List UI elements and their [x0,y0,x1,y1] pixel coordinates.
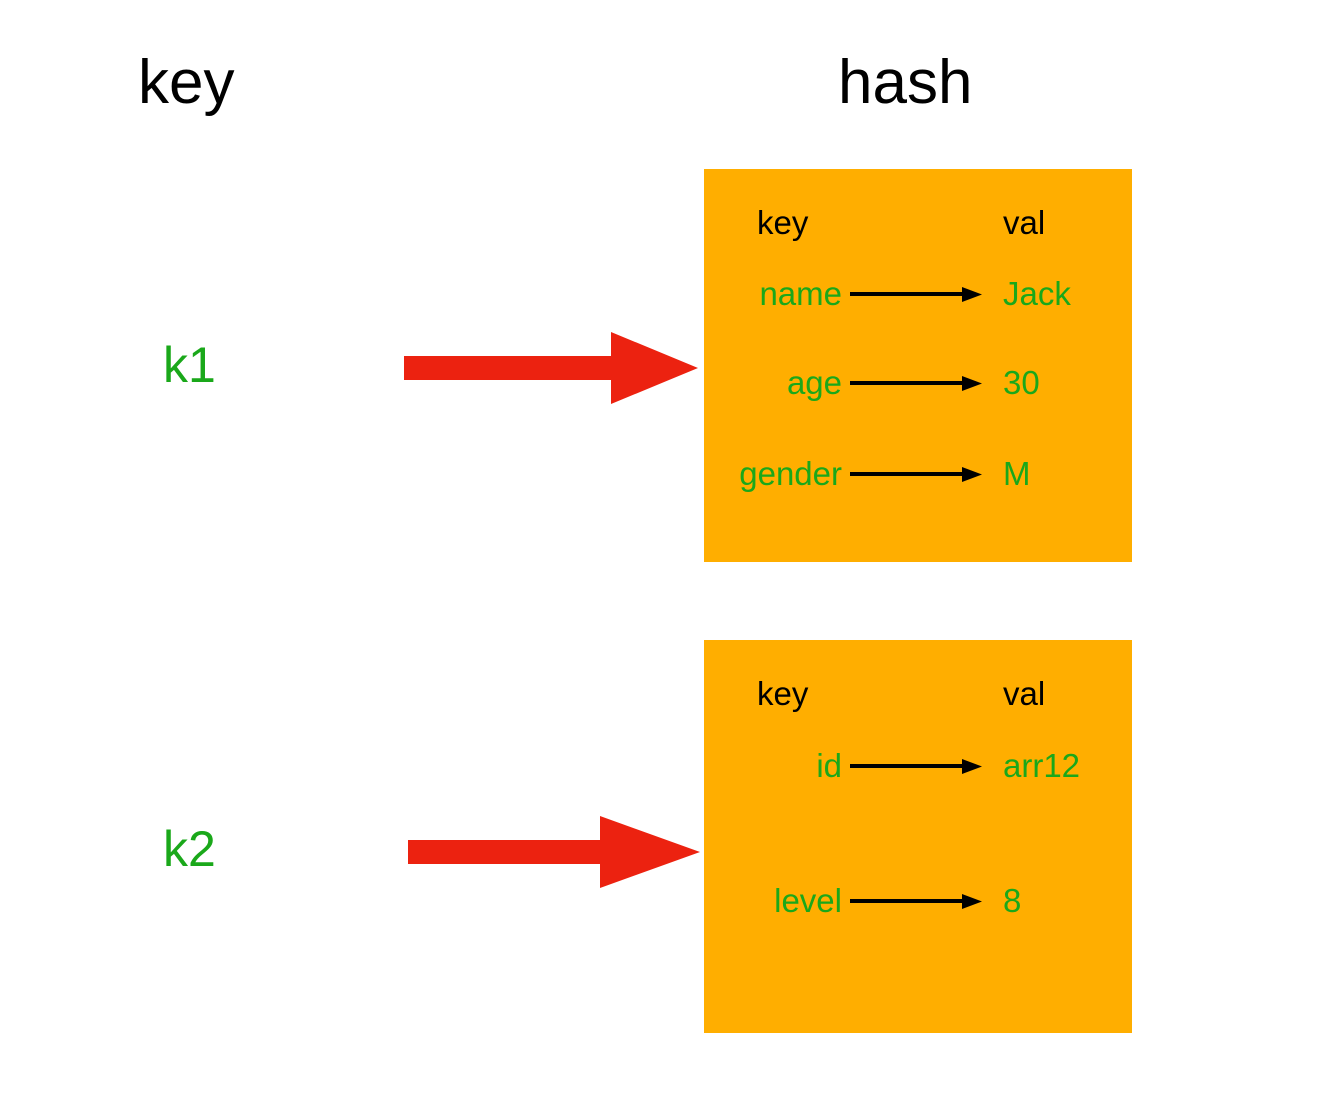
hash-entry-key: gender [739,455,842,492]
hash-entry-row: age 30 [704,362,1132,404]
hash-entry-row: name Jack [704,273,1132,315]
column-title-hash: hash [838,48,973,117]
hash-entry-row: id arr12 [704,745,1132,787]
hash-entry-row: level 8 [704,880,1132,922]
hash-box-k1-header-key: key [757,204,809,241]
hash-entry-key: level [774,882,842,919]
column-title-key: key [138,48,235,117]
right-arrow-icon [850,376,982,391]
hash-box-k1-header-val: val [1003,204,1046,241]
hash-entry-val: M [1003,455,1031,492]
hash-entry-key: age [786,364,842,401]
hash-box-k2-header-key: key [757,675,809,712]
hash-entry-key: name [759,275,842,312]
hash-box-k2-header-val: val [1003,675,1046,712]
hash-entry-row: gender M [704,453,1132,495]
hash-entry-key: id [816,747,842,784]
hash-entry-val: 30 [1003,364,1040,401]
hash-entry-val: Jack [1003,275,1071,312]
key-label-k1: k1 [163,337,216,393]
key-label-k2: k2 [163,821,216,877]
right-arrow-icon [850,894,982,909]
hash-entry-val: 8 [1003,882,1022,919]
hash-box-k2: key val id arr12 level 8 [704,640,1132,1033]
hash-entry-val: arr12 [1003,747,1081,784]
right-arrow-icon [850,287,982,302]
hash-box-k1: key val name Jack age 30 gender M [704,169,1132,562]
right-arrow-icon [850,467,982,482]
red-right-arrow-icon-k1 [404,332,698,404]
red-right-arrow-icon-k2 [408,816,700,888]
right-arrow-icon [850,759,982,774]
